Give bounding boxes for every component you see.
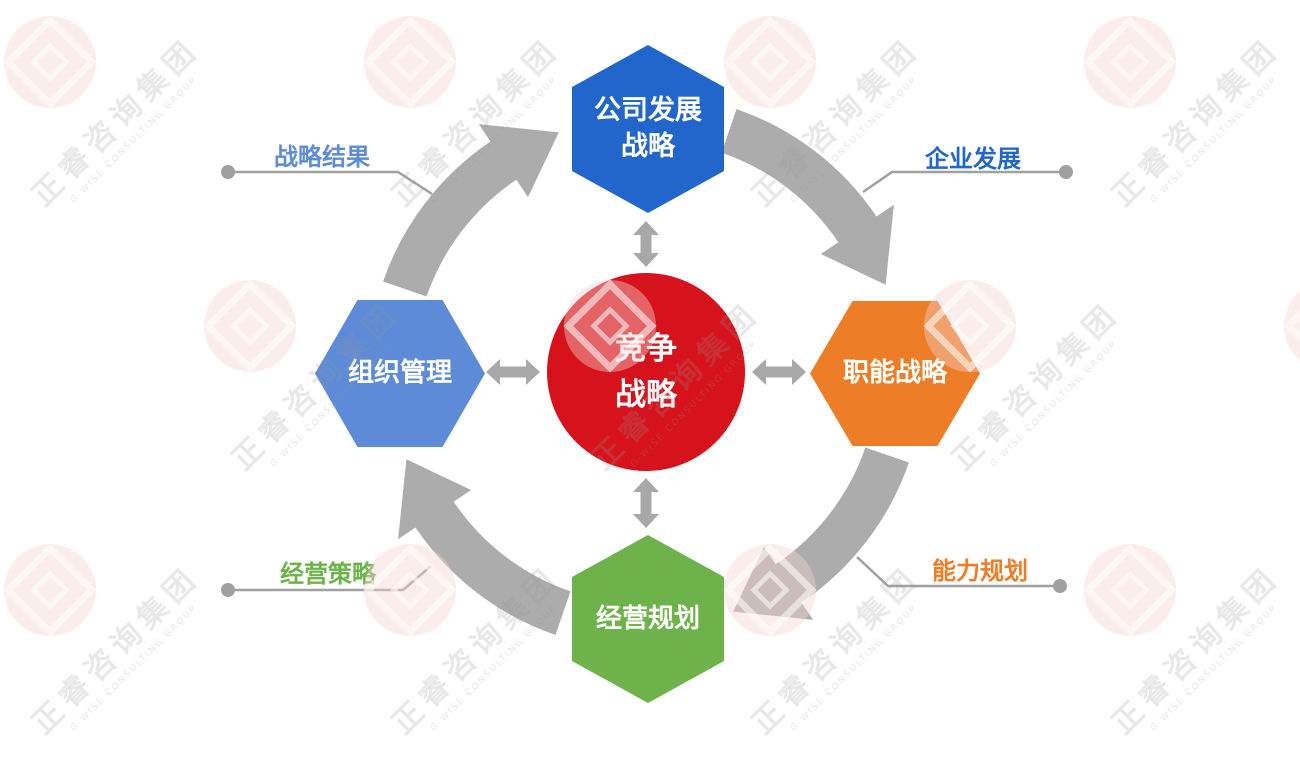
bidirectional-arrow-right-icon [752,359,806,385]
connector-dot-bottom-right [1053,579,1067,593]
cycle-arrow-top-right-icon [721,109,894,285]
connector-dot-bottom-left [221,583,235,597]
connector-line-top-left [228,170,433,196]
cycle-arrow-bottom-left-icon [398,459,571,635]
annotation-enterprise-development: 企业发展 [925,145,1021,173]
node-label: 战略 [621,131,675,162]
node-label: 战略 [615,377,677,413]
node-organization-management: 组织管理 [315,300,485,447]
node-label: 竞争 [615,330,677,367]
bidirectional-arrow-left-icon [486,359,540,385]
bidirectional-arrow-bottom-icon [633,478,659,528]
connector-line-bottom-right [856,556,1060,588]
connector-dot-top-right [1059,165,1073,179]
node-label: 组织管理 [347,358,452,389]
connector-dot-top-left [221,165,235,179]
annotation-operation-tactics: 经营策略 [280,560,376,588]
annotation-strategy-result: 战略结果 [274,143,370,171]
node-label: 经营规划 [595,603,700,634]
node-label: 职能战略 [842,358,947,389]
node-competitive-strategy: 竞争 战略 [547,273,745,471]
annotation-capability-planning: 能力规划 [932,557,1028,585]
cycle-arrow-bottom-right-icon [733,447,909,620]
bidirectional-arrow-top-icon [633,221,659,267]
connector-line-top-right [862,170,1066,194]
node-label: 公司发展 [594,95,702,127]
connector-line-bottom-left [228,565,432,592]
cycle-arrow-top-left-icon [383,124,559,297]
